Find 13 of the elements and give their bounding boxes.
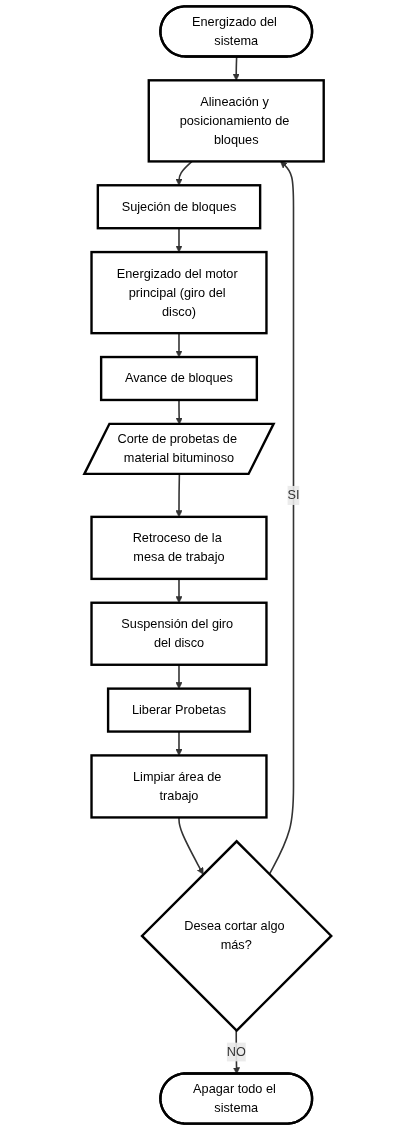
node-box: Alineación y posicionamiento de bloques bbox=[147, 79, 325, 163]
node-diamond: Desea cortar algo más? bbox=[140, 839, 333, 1033]
node-box: Energizado del motor principal (giro del disco) bbox=[90, 250, 268, 335]
node-box: Retroceso de la mesa de trabajo bbox=[90, 515, 268, 581]
arrow bbox=[232, 56, 240, 81]
node-box: Limpiar área de trabajo bbox=[90, 754, 268, 819]
edge-label: SI bbox=[287, 488, 300, 502]
node-box: Sujeción de bloques bbox=[96, 184, 262, 230]
arrow bbox=[268, 161, 294, 876]
node-box: Liberar Probetas bbox=[106, 687, 251, 733]
edge-label: NO bbox=[226, 1044, 246, 1059]
node-box: Suspensión del giro del disco bbox=[90, 601, 268, 666]
node-box: Avance de bloques bbox=[99, 355, 258, 402]
